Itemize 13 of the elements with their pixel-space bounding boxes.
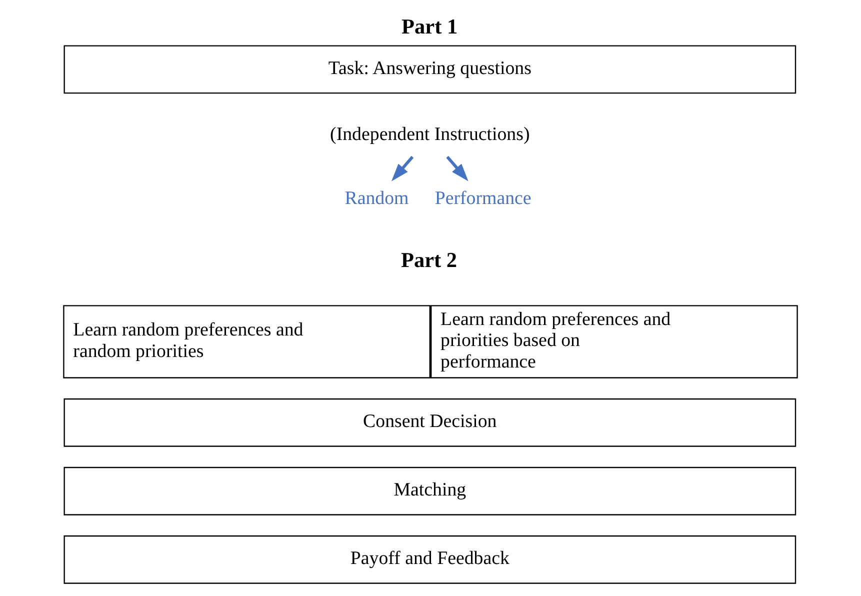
- node-box: Matching: [64, 466, 796, 516]
- label: Part 2: [400, 248, 458, 272]
- node-box: Payoff and Feedback: [64, 535, 796, 584]
- arrow: [391, 156, 414, 182]
- node-box: Learn random preferences and priorities based on performance: [430, 305, 798, 378]
- arrow: [446, 156, 468, 182]
- node-box: Consent Decision: [64, 398, 796, 447]
- node-text: Random: [344, 188, 409, 209]
- diagram-title: Part 1: [402, 14, 458, 38]
- node-box: Task: Answering questions: [64, 45, 796, 94]
- node-text: (Independent Instructions): [330, 124, 530, 146]
- node-box: Learn random preferences and random priorities: [63, 305, 430, 378]
- node-text: Performance: [434, 188, 532, 209]
